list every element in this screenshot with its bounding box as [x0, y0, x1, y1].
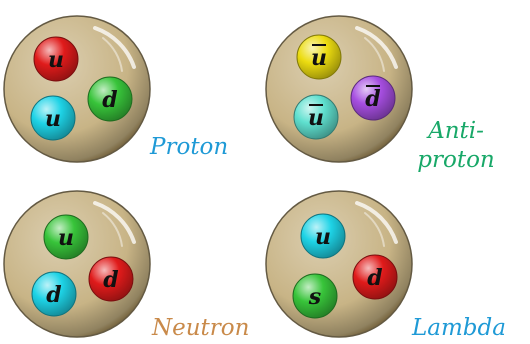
quark-u: u: [30, 95, 76, 141]
shell-highlight: [364, 212, 385, 247]
quark-s: s: [292, 273, 338, 319]
quark-ball: [300, 213, 346, 259]
shell-highlight: [355, 201, 398, 244]
quark-symbol: d: [365, 86, 380, 112]
quark-ball: [43, 214, 89, 260]
shell-highlight: [364, 37, 385, 72]
shell-highlight: [93, 26, 136, 69]
quark-d: d: [87, 76, 133, 122]
quark-u: u: [43, 214, 89, 260]
quark-u: u: [33, 36, 79, 82]
quark-symbol: u: [315, 224, 331, 250]
quark-symbol: d: [103, 267, 118, 293]
hadron-shell: [3, 190, 151, 338]
quark-ball: [293, 94, 339, 140]
shell-highlight: [102, 37, 123, 72]
hadron-label: Lambda: [411, 315, 506, 341]
quark-d: d: [31, 271, 77, 317]
quark-ball: [292, 273, 338, 319]
quark-symbol: d: [46, 282, 61, 308]
quark-u: u: [300, 213, 346, 259]
quark-anti-u: u: [296, 34, 342, 80]
quark-d: d: [88, 256, 134, 302]
quark-symbol: u: [48, 47, 64, 73]
quark-ball: [33, 36, 79, 82]
quark-anti-d: d: [350, 75, 396, 121]
quark-ball: [31, 271, 77, 317]
shell-highlight: [93, 201, 136, 244]
quark-anti-u: u: [293, 94, 339, 140]
shell-highlight: [355, 26, 398, 69]
hadron-label: Neutron: [151, 315, 249, 341]
quark-ball: [296, 34, 342, 80]
hadron-label: Anti-proton: [417, 118, 494, 173]
hadron-label: Proton: [149, 134, 228, 160]
quark-ball: [87, 76, 133, 122]
quark-ball: [88, 256, 134, 302]
quark-symbol: u: [311, 45, 327, 71]
quark-ball: [350, 75, 396, 121]
quark-d: d: [352, 254, 398, 300]
quark-symbol: d: [367, 265, 382, 291]
quark-ball: [352, 254, 398, 300]
quark-symbol: u: [58, 225, 74, 251]
quark-symbol: u: [45, 106, 61, 132]
quark-ball: [30, 95, 76, 141]
shell-highlight: [102, 212, 123, 247]
quark-symbol: u: [308, 105, 324, 131]
quark-symbol: d: [102, 87, 117, 113]
quark-symbol: s: [308, 284, 321, 310]
